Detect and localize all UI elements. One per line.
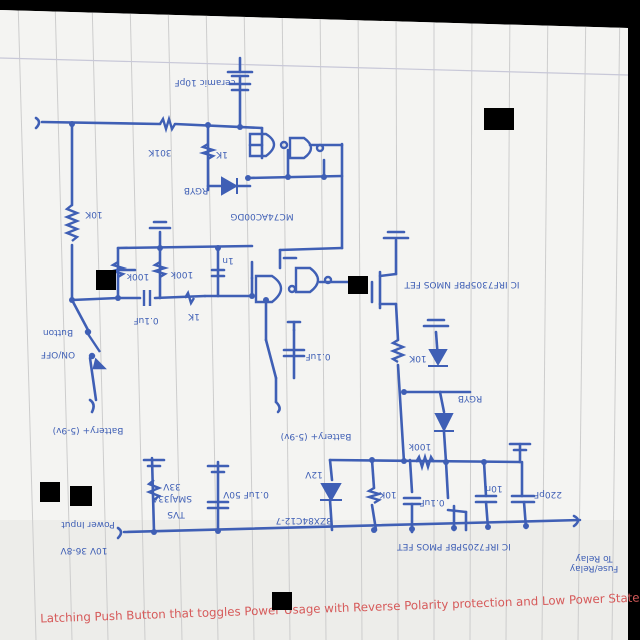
label-1n: 1n: [222, 255, 233, 265]
label-10k-left: 10K: [84, 209, 102, 219]
label-01uf-50v: 0.1uF 50V: [222, 489, 269, 499]
label-led-top: RGYB: [184, 185, 208, 195]
switch: [84, 328, 107, 370]
label-100k-bottom: 100k: [408, 441, 431, 451]
label-vdc: 10V 36-8V: [60, 545, 108, 555]
label-battery-left: Battery+ (5-9v): [53, 425, 124, 435]
label-nmos: IC IRF7305PBF NMOS FET: [404, 279, 519, 289]
junction-dots: [69, 121, 529, 535]
label-01uf-bottom: 0.1uF: [419, 497, 444, 507]
label-10k-fet: 10K: [408, 353, 426, 363]
circuit-wires: [34, 56, 582, 540]
label-01uf-mid: 0.1uF: [305, 351, 330, 361]
label-10k-bottom: 10K: [378, 489, 396, 499]
label-led-right: RGYB: [458, 393, 482, 403]
redaction-box: [40, 482, 60, 502]
label-01uf: 0.1uF: [133, 315, 158, 325]
label-10n: 10n: [485, 483, 502, 493]
label-battery-mid: Battery+ (5-9v): [281, 431, 352, 441]
redaction-box: [272, 592, 292, 610]
redaction-box: [70, 486, 92, 506]
label-1k-top: 1K: [215, 149, 228, 159]
redaction-boxes: [40, 108, 514, 610]
logic-gates: [248, 132, 333, 304]
label-relay-out: To Relay: [575, 553, 614, 563]
label-1k-mid: 1K: [187, 311, 200, 321]
resistors: [63, 114, 436, 505]
redaction-box: [484, 108, 514, 130]
label-button: Button: [43, 327, 73, 337]
label-logic-chip: MC74AC00DG: [230, 211, 293, 221]
label-301k: 301K: [147, 147, 171, 157]
label-pmos: IC IRF7205PBF PMOS FET: [397, 541, 511, 551]
label-ceramic: ceramic 10pF: [174, 77, 235, 87]
label-tvs-b: SMAJ33A: [151, 493, 192, 503]
diodes: [221, 176, 454, 503]
redaction-box: [348, 276, 368, 294]
label-on-off: ON/OFF: [41, 349, 75, 359]
capacitors-mid: [142, 290, 152, 306]
label-relay-out2: Fuse/Relay: [569, 563, 618, 573]
label-power-input: Power Input: [61, 519, 115, 529]
label-100k-b: 100k: [170, 269, 193, 279]
label-zener: 12V: [304, 469, 322, 479]
label-100k-a: 100k: [126, 271, 149, 281]
label-220pf: 220pF: [534, 489, 562, 499]
label-zener-part: BZX84C12-7: [276, 515, 333, 525]
label-tvs-a: 33V: [162, 481, 180, 491]
schematic-labels: ceramic 10pF 301K 1K RGYB MC74AC00DG 10K…: [41, 77, 618, 573]
label-tvs-c: TVS: [167, 509, 186, 519]
redaction-box: [96, 270, 116, 290]
